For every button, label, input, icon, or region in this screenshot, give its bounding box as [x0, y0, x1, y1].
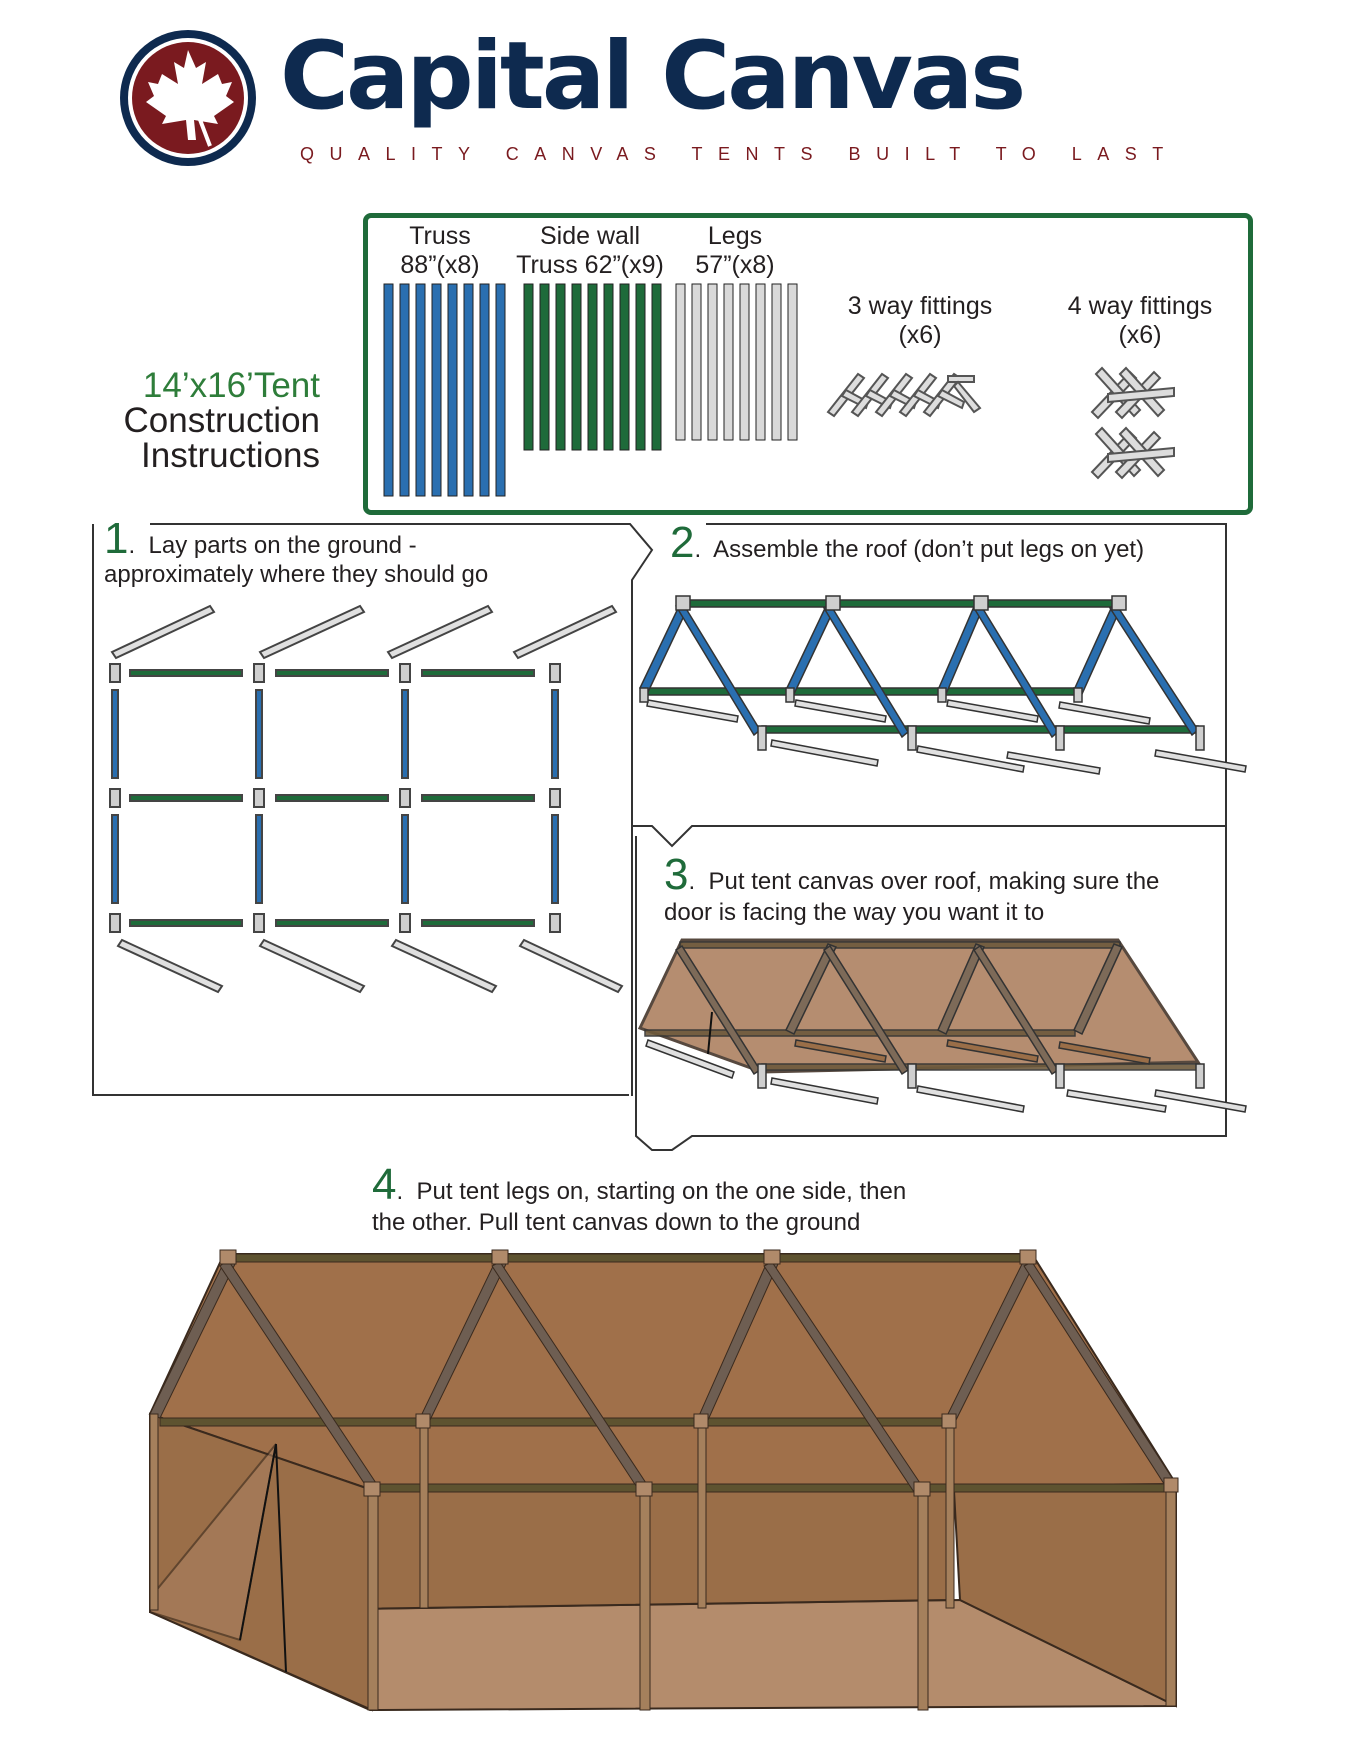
side-wall-pipe [619, 283, 630, 451]
leg-pipe [771, 283, 782, 441]
truss-pipe [495, 283, 506, 497]
leg-pipe [707, 283, 718, 441]
truss-pipe [415, 283, 426, 497]
step-2-line-1: Assemble the roof (don’t put legs on yet… [713, 536, 1145, 563]
step-1-text: 1. Lay parts on the ground - approximate… [104, 514, 489, 588]
instructions-title: 14’x16’Tent Construction Instructions [80, 368, 320, 473]
side-wall-pipe [523, 283, 534, 451]
tent-size: 14’x16’Tent [142, 366, 320, 405]
four-way-fittings-icon [1090, 366, 1175, 480]
maple-leaf-logo [120, 30, 256, 166]
side-wall-pipe [571, 283, 582, 451]
leg-pipe [675, 283, 686, 441]
step-1-line-2: approximately where they should go [104, 561, 489, 588]
leg-pipe [723, 283, 734, 441]
step-4-number: 4 [372, 1160, 397, 1209]
step-3-text: 3. Put tent canvas over roof, making sur… [664, 850, 1160, 926]
step-2-number: 2 [670, 518, 695, 567]
truss-pipe [399, 283, 410, 497]
side-wall-pipe [539, 283, 550, 451]
side-wall-pipe [635, 283, 646, 451]
side-wall-pipe [651, 283, 662, 451]
side-wall-pipe [555, 283, 566, 451]
truss-pipe [383, 283, 394, 497]
title-line-2: Construction [123, 401, 320, 440]
step-3-line-2: door is facing the way you want it to [664, 899, 1045, 926]
title-line-3: Instructions [141, 436, 320, 475]
truss-pipe [479, 283, 490, 497]
side-wall-pipe [587, 283, 598, 451]
leg-pipe [755, 283, 766, 441]
leg-pipe [691, 283, 702, 441]
truss-pipe [463, 283, 474, 497]
step-1-number: 1 [104, 514, 129, 563]
step-4-line-2: the other. Pull tent canvas down to the … [372, 1209, 861, 1236]
step-2-text: 2. Assemble the roof (don’t put legs on … [670, 518, 1145, 567]
step-3-line-1: Put tent canvas over roof, making sure t… [708, 868, 1160, 895]
step-4-text: 4. Put tent legs on, starting on the one… [372, 1160, 907, 1236]
step-3-number: 3 [664, 850, 689, 899]
leg-pipe [787, 283, 798, 441]
parts-box [363, 213, 1253, 515]
side-wall-pipe [603, 283, 614, 451]
truss-pipe [447, 283, 458, 497]
step-1-panel [92, 524, 629, 1096]
step-1-line-1: Lay parts on the ground - [148, 532, 417, 559]
step-4-line-1: Put tent legs on, starting on the one si… [416, 1178, 907, 1205]
brand-name: Capital Canvas [280, 22, 1026, 131]
part-label-3-way: 3 way fittings(x6) [847, 292, 993, 349]
truss-pipe [431, 283, 442, 497]
leg-pipe [739, 283, 750, 441]
part-label-4-way: 4 way fittings(x6) [1067, 292, 1213, 349]
three-way-fittings-icon [826, 372, 982, 418]
brand-tagline: QUALITY CANVAS TENTS BUILT TO LAST [300, 144, 1179, 164]
